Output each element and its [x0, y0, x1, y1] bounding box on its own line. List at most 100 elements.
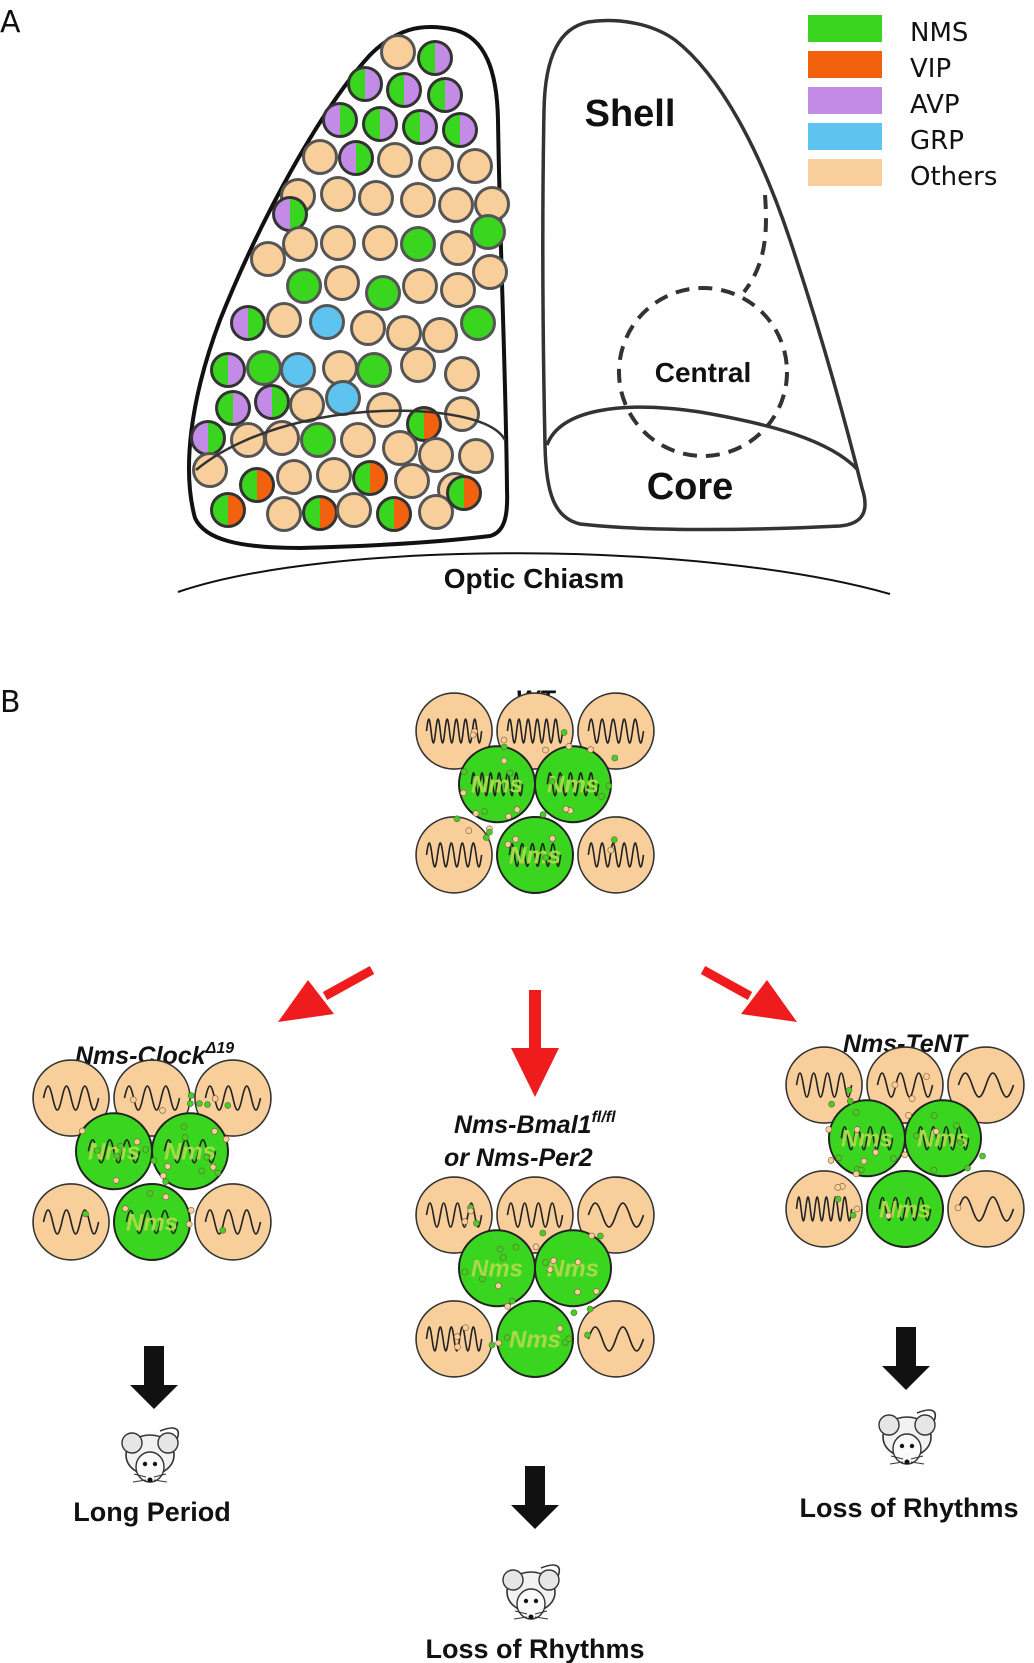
oscillation-wave	[957, 1072, 1015, 1098]
signal-dot	[461, 1268, 469, 1276]
signal-dot	[587, 746, 594, 753]
signal-dot	[122, 1205, 129, 1212]
cell-fill	[336, 492, 372, 528]
cell-fill	[418, 146, 454, 182]
cell-62	[458, 438, 494, 474]
cell-left-half	[255, 385, 272, 419]
cell-right-half	[370, 461, 387, 495]
nms-label: Nms	[164, 1139, 216, 1166]
oscillation-wave	[916, 1126, 970, 1151]
signal-dot	[472, 810, 480, 817]
signal-dot	[187, 1100, 194, 1107]
cell-71	[266, 496, 302, 532]
cell-right-half	[424, 407, 441, 441]
cell-40	[460, 305, 496, 341]
cell-outline	[322, 102, 358, 138]
cell-right-half	[272, 385, 289, 419]
signal-dot	[499, 1254, 507, 1261]
cell-fill	[250, 241, 286, 277]
nms-cell	[534, 1229, 612, 1308]
signal-dot	[901, 1151, 909, 1159]
signal-dot	[954, 1204, 962, 1212]
signal-dot	[923, 1073, 930, 1080]
cell-right-half	[365, 67, 382, 101]
signal-dot	[598, 793, 605, 800]
cell-6	[362, 106, 398, 142]
optic-chiasm-curve	[177, 552, 891, 595]
signal-dot	[584, 1331, 591, 1339]
legend: NMS VIP AVP GRP Others	[808, 15, 997, 192]
central-label: Central	[655, 357, 751, 388]
cell-right-half	[460, 113, 477, 147]
oscillation-wave	[470, 772, 524, 797]
cell-fill	[300, 422, 336, 458]
mouse-nose	[904, 1459, 910, 1465]
oscillation-wave	[957, 1196, 1015, 1222]
cell-fill	[280, 352, 316, 388]
signal-dot	[905, 1112, 912, 1119]
cell-51	[325, 380, 361, 416]
core-region-outline	[545, 405, 860, 472]
signal-dot	[885, 1212, 892, 1220]
legend-label-others: Others	[910, 162, 997, 192]
cell-fill	[320, 176, 356, 212]
oscillation-wave	[125, 1209, 179, 1235]
cell-34	[230, 305, 266, 341]
cell-left-half	[323, 103, 340, 137]
mouse-eye	[523, 1598, 529, 1604]
signal-dot	[979, 1152, 986, 1160]
left-core-boundary	[195, 409, 507, 471]
oscillation-wave	[425, 842, 483, 868]
cell-fill	[266, 302, 302, 338]
signal-dot	[849, 1211, 857, 1219]
cell-right-half	[228, 353, 245, 387]
cell-30	[365, 275, 401, 311]
central-region-outline	[617, 286, 789, 458]
cell-left-half	[348, 67, 365, 101]
cell-44	[322, 350, 358, 386]
mouse-whiskers	[889, 1455, 925, 1465]
cell-29	[324, 265, 360, 301]
signal-dot	[930, 1112, 938, 1119]
legend-swatch-nms	[808, 15, 882, 42]
cell-fill	[325, 380, 361, 416]
cell-fill	[276, 459, 312, 495]
cell-21	[282, 226, 318, 262]
signal-dot	[539, 1229, 547, 1237]
signal-dot	[912, 1132, 920, 1140]
optic-chiasm-label: Optic Chiasm	[444, 563, 624, 594]
signal-dot	[549, 835, 556, 842]
signal-dot	[495, 1282, 502, 1290]
signal-dot	[209, 1163, 217, 1171]
signal-dot	[495, 1339, 502, 1347]
signal-dot	[597, 1232, 604, 1240]
cell-right-half	[435, 41, 452, 75]
cell-39	[422, 317, 458, 353]
cell-42	[246, 350, 282, 386]
signal-dot	[908, 1095, 916, 1102]
signal-dot	[488, 1341, 496, 1349]
cell-72	[302, 495, 338, 531]
signal-dot	[932, 1128, 940, 1135]
cell-fill	[192, 452, 228, 488]
black-arrows	[130, 1327, 930, 1529]
signal-dot	[835, 1154, 843, 1162]
signal-dot	[460, 768, 468, 776]
mouse-ear	[502, 1569, 524, 1591]
arrow-clock-down	[130, 1346, 178, 1409]
cell-right-half	[290, 197, 307, 231]
signal-dot	[504, 1303, 511, 1310]
cell-fill	[382, 430, 418, 466]
cell-fill	[362, 225, 398, 261]
signal-dot	[222, 1135, 230, 1143]
cell-right-half	[420, 110, 437, 144]
cell-26	[470, 214, 506, 250]
arrow-to-clock	[278, 966, 375, 1022]
nms-label: Nms	[547, 772, 599, 799]
nms-label: Nms	[471, 1256, 523, 1283]
signal-dot	[113, 1152, 121, 1160]
signal-dot	[82, 1210, 89, 1218]
cell-right-half	[233, 391, 250, 425]
cell-2	[347, 66, 383, 102]
cell-left-half	[403, 110, 420, 144]
